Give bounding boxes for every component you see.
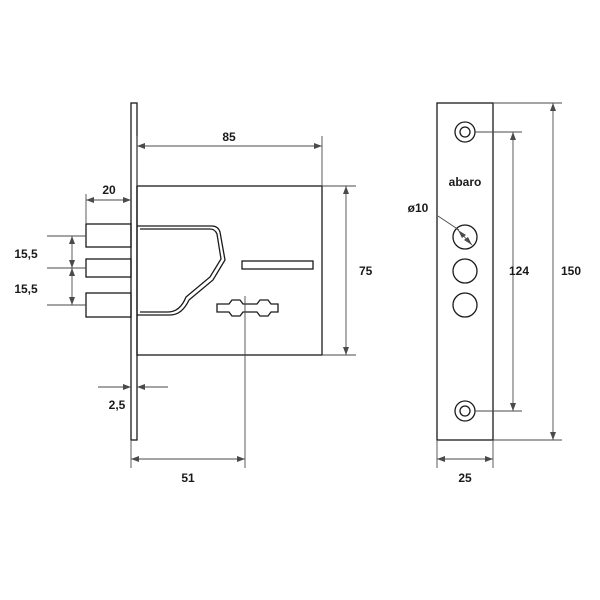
dim-faceplate-thickness-label: 2,5	[109, 398, 126, 412]
side-view	[85, 102, 323, 441]
brand-logo: abaro	[449, 175, 482, 189]
keyhole	[216, 299, 279, 317]
lock-case	[136, 185, 323, 356]
front-view	[436, 102, 494, 441]
screw-hole-top-outer	[454, 121, 476, 143]
side-view-dimensions	[47, 136, 356, 468]
faceplate-edge	[130, 102, 138, 441]
case-slot	[241, 260, 314, 270]
bolt-hole-2	[452, 258, 478, 284]
dim-faceplate-width-label: 25	[458, 471, 472, 485]
dim-screw-spacing-label: 124	[509, 264, 529, 278]
bolt-hole-1	[452, 224, 478, 250]
front-view-dimensions	[436, 102, 562, 468]
faceplate	[436, 102, 494, 441]
bolt-upper	[85, 223, 132, 248]
screw-hole-top-inner	[459, 126, 471, 138]
dim-faceplate-length-label: 150	[561, 264, 581, 278]
screw-hole-bottom-outer	[454, 400, 476, 422]
side-view-arrows	[69, 143, 349, 462]
front-view-arrows	[437, 103, 556, 462]
dim-bolt-pitch-upper-label: 15,5	[14, 247, 38, 261]
bolt-lower	[85, 292, 132, 318]
dim-bolt-pitch-lower-label: 15,5	[14, 282, 38, 296]
screw-hole-bottom-inner	[459, 405, 471, 417]
dim-bolt-diameter-label: ø10	[408, 201, 429, 215]
bolt-middle	[85, 258, 132, 278]
dim-bolt-length-label: 20	[102, 183, 116, 197]
dim-case-height-label: 75	[359, 264, 373, 278]
bolt-hole-3	[452, 292, 478, 318]
bolt-carrier-inner	[140, 228, 222, 313]
dim-case-width-label: 85	[222, 130, 236, 144]
dim-backset-label: 51	[181, 471, 195, 485]
bolt-carrier-outer	[137, 225, 226, 316]
